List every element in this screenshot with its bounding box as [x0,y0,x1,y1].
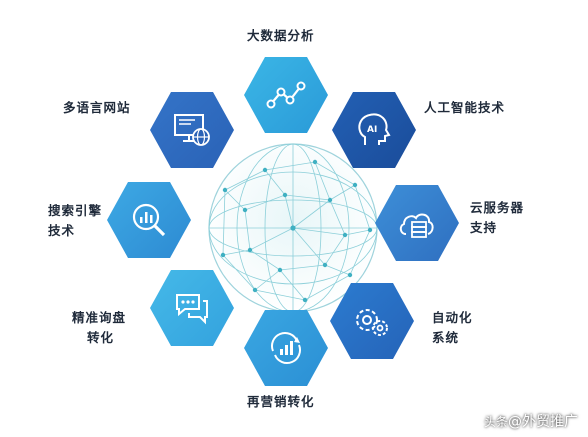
cloud-server-hexagon [375,185,459,261]
label-inquiry: 精准询盘转化 [72,310,127,345]
big-data-hexagon [244,57,328,133]
label-big-data: 大数据分析 [247,28,315,43]
ai-head-icon: AI [358,113,391,145]
monitor-globe-icon [174,114,210,146]
chart-cycle-icon [271,332,301,364]
remarketing-hexagon [244,310,328,386]
search-engine-hexagon [107,182,191,258]
globe-graphic [208,143,378,313]
label-automation: 自动化系统 [432,310,473,345]
label-ai: 人工智能技术 [424,100,506,115]
label-remarketing: 再营销转化 [247,394,315,409]
cloud-server-icon [399,213,434,238]
gears-icon [356,309,388,336]
search-analytics-icon [132,203,166,237]
chat-bubbles-icon [176,294,208,325]
svg-text:AI: AI [367,125,377,135]
line-chart-icon [266,81,306,109]
label-cloud-server: 云服务器支持 [470,200,525,235]
label-search-engine: 搜索引擎技术 [48,203,103,238]
label-website: 多语言网站 [63,100,131,115]
watermark: 头条@外贸推广 [483,414,578,430]
